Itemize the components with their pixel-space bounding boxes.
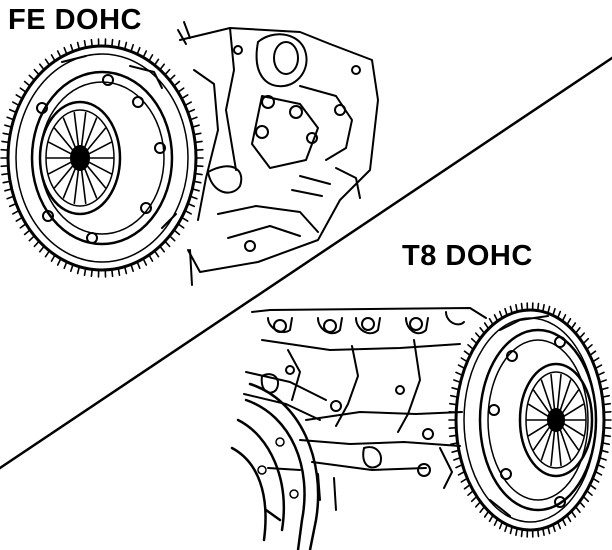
diaphragm-spoke [562, 389, 580, 414]
diaphragm-spoke [48, 141, 72, 155]
diaphragm-spoke [527, 423, 549, 437]
diaphragm-spoke [527, 403, 549, 417]
diaphragm-spoke [62, 117, 76, 148]
diaphragm-spoke [540, 379, 553, 411]
diaphragm-spoke [80, 111, 87, 146]
diaphragm-spoke [563, 423, 585, 437]
diaphragm-spoke [88, 141, 112, 155]
diaphragm-spoke [80, 170, 87, 205]
diaphragm-spoke [563, 403, 585, 417]
diaphragm-spoke [556, 431, 562, 467]
t8-dohc-label: T8 DOHC [402, 240, 533, 272]
diaphragm-spoke [53, 165, 74, 189]
diaphragm-spoke [556, 373, 562, 409]
diaphragm-spoke [550, 431, 556, 467]
diaphragm-spoke [540, 429, 553, 461]
diaphragm-spoke [559, 429, 572, 461]
diaphragm-spoke [562, 426, 580, 451]
t8-pulley [230, 382, 320, 550]
diaphragm-spoke [73, 170, 80, 205]
diaphragm-spoke [73, 111, 80, 146]
diaphragm-spoke [559, 379, 572, 411]
diaphragm-spoke [53, 127, 74, 151]
fe-dohc-label: FE DOHC [8, 4, 142, 36]
diaphragm-spoke [84, 117, 98, 148]
t8-engine-block [243, 307, 487, 511]
diaphragm-spoke [550, 373, 556, 409]
diaphragm-spoke [48, 161, 72, 175]
fe-engine-block [177, 21, 379, 286]
diaphragm-spoke [62, 168, 76, 199]
panel-divider [0, 56, 612, 470]
diaphragm-spoke [532, 389, 550, 414]
t8-clutch-assembly [454, 308, 606, 532]
diaphragm-spoke [84, 168, 98, 199]
t8-flywheel-teeth [448, 302, 612, 538]
fe-clutch-assembly [6, 44, 198, 272]
diaphragm-spoke [532, 426, 550, 451]
diaphragm-spoke [86, 127, 107, 151]
diaphragm-spoke [86, 165, 107, 189]
diaphragm-spoke [88, 161, 112, 175]
